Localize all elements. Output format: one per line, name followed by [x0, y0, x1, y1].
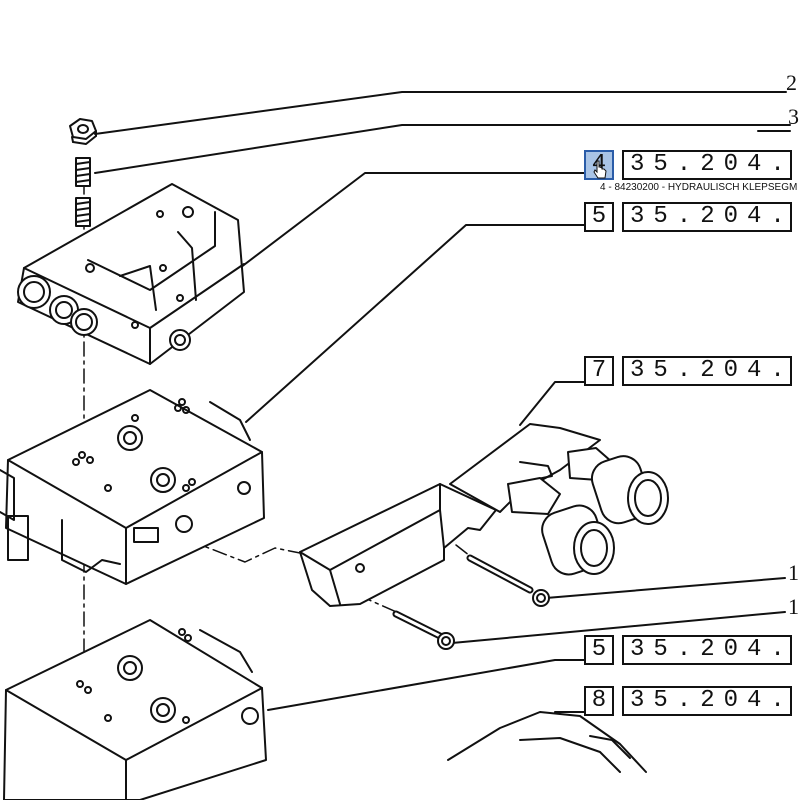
hand-cursor-icon	[593, 160, 607, 179]
ref-index-7[interactable]: 7	[584, 356, 614, 386]
ref-code-5-lower[interactable]: 35.204.	[622, 635, 792, 665]
stud-part	[75, 157, 91, 227]
nut-part	[69, 118, 97, 145]
ref-code-7[interactable]: 35.204.	[622, 356, 792, 386]
callout-2: 2	[786, 70, 797, 95]
coupler-bracket	[299, 423, 669, 607]
coupler-upper	[567, 447, 669, 525]
ref-index-5-upper[interactable]: 5	[584, 202, 614, 232]
callout-3: 3	[788, 104, 799, 129]
ref-index-8[interactable]: 8	[584, 686, 614, 716]
leader-lines	[94, 91, 791, 713]
valve-section-upper	[0, 389, 265, 585]
coupler-lower	[507, 477, 615, 576]
valve-section-lower	[3, 619, 267, 801]
ref-code-4[interactable]: 35.204.	[622, 150, 792, 180]
valve-cover-block	[17, 183, 245, 365]
ref-code-8[interactable]: 35.204.	[622, 686, 792, 716]
coupler-assembly-partial	[447, 711, 647, 773]
callout-1-lower: 1	[788, 594, 799, 619]
part-tooltip: 4 - 84230200 - HYDRAULISCH KLEPSEGM	[596, 180, 800, 198]
ref-code-5-upper[interactable]: 35.204.	[622, 202, 792, 232]
bolt-upper	[466, 554, 550, 607]
ref-index-5-lower[interactable]: 5	[584, 635, 614, 665]
bolt-lower	[392, 610, 455, 650]
callout-1-upper: 1	[788, 560, 799, 585]
